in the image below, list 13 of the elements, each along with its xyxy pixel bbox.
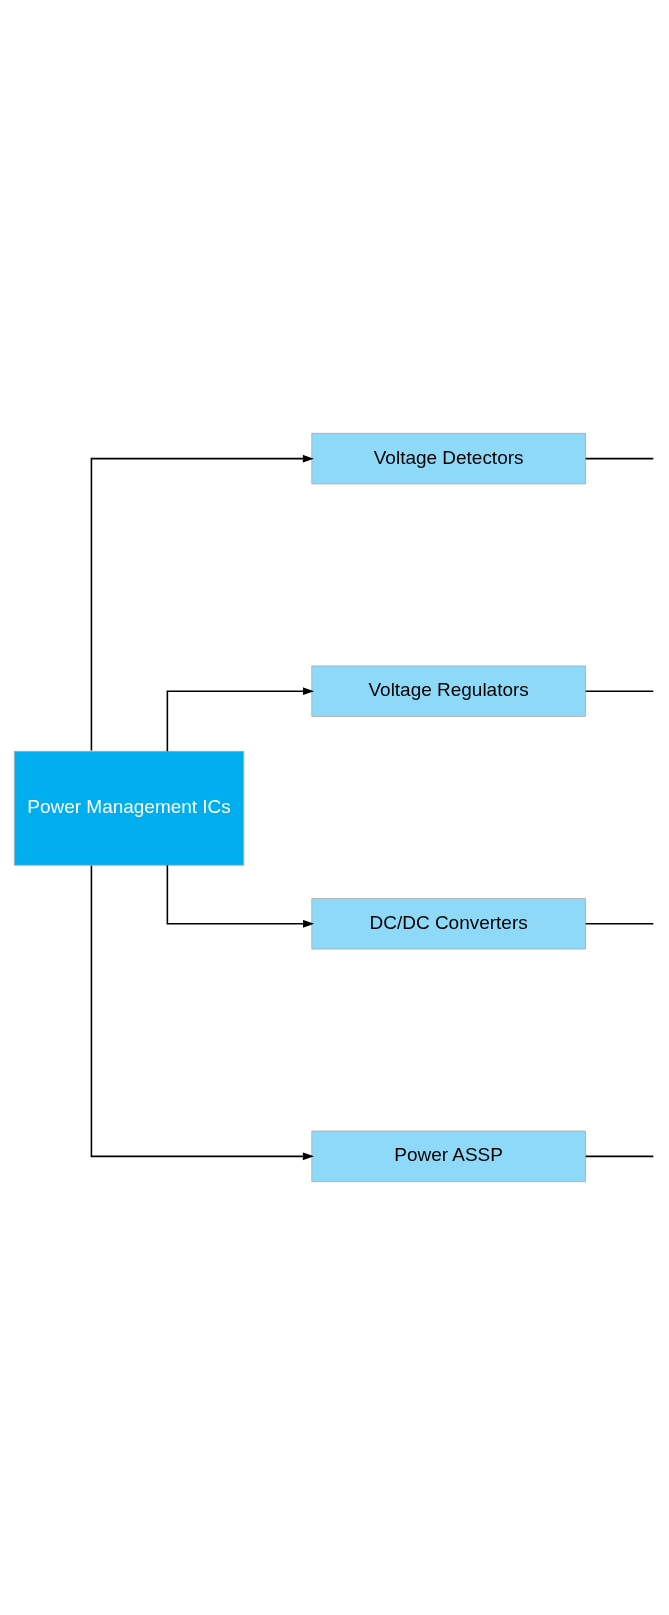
node-box: Power ASSP bbox=[311, 1130, 586, 1183]
arrow bbox=[90, 454, 314, 752]
node-box: Voltage Detectors bbox=[311, 432, 586, 485]
arrow bbox=[166, 864, 315, 928]
connector bbox=[584, 690, 655, 692]
connector bbox=[584, 1155, 655, 1158]
connector bbox=[584, 457, 655, 460]
connector bbox=[584, 923, 655, 925]
arrow bbox=[166, 687, 315, 752]
node-box: Power Management ICs bbox=[13, 750, 245, 866]
arrow bbox=[90, 865, 314, 1161]
node-box: Voltage Regulators bbox=[311, 665, 586, 717]
node-box: DC/DC Converters bbox=[311, 898, 586, 950]
